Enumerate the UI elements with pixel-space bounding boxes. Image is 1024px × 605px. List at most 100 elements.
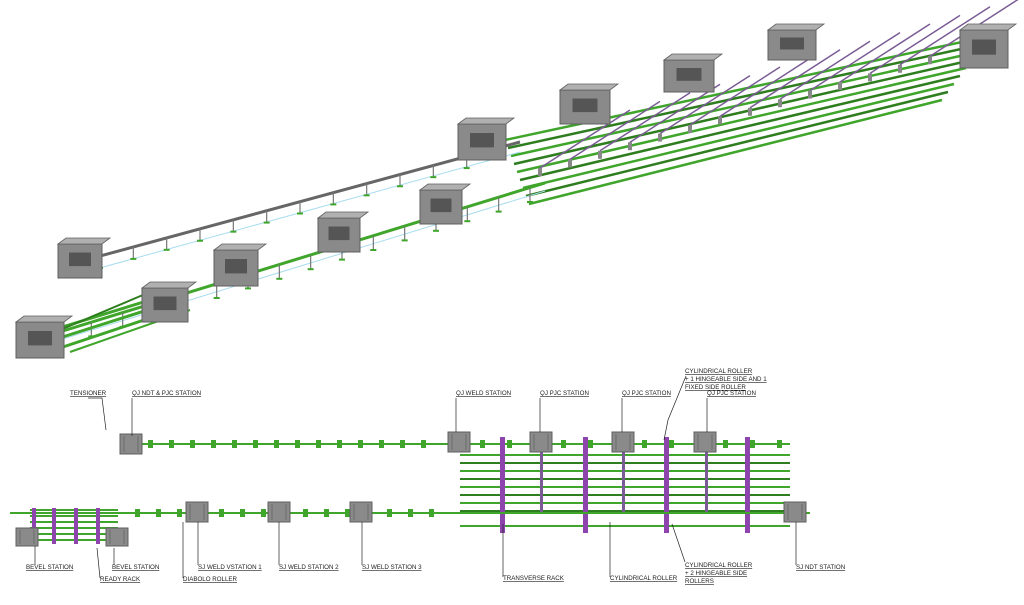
plan-rack-rails (460, 437, 790, 533)
plan-station-box (529, 431, 553, 453)
plan-top-roller (169, 440, 174, 448)
iso-rack-crossbar (809, 31, 901, 92)
iso-station-roof (316, 211, 370, 219)
iso-rack-crossbar (599, 92, 691, 152)
iso-lower-support-foot (339, 258, 345, 261)
plan-station-box (693, 431, 717, 453)
iso-upper-support-foot (363, 194, 370, 197)
iso-lower-support-foot (370, 249, 377, 251)
leader-lines (34, 375, 797, 579)
iso-station-box (212, 243, 268, 287)
plan-stations (15, 431, 807, 547)
iso-rack-leg (838, 82, 842, 90)
iso-rack-leg (568, 159, 572, 168)
label-sj-weld-station-3: SJ WELD STATION 3 (362, 564, 422, 571)
iso-upper-support-foot (463, 167, 470, 170)
label-tensioner: TENSIONER (70, 390, 107, 397)
plan-top-roller (507, 440, 512, 448)
plan-bottom-roller (177, 509, 182, 517)
plan-ready-rack (30, 508, 118, 544)
iso-lower-support-foot (307, 268, 314, 271)
iso-station-box (958, 23, 1018, 69)
plan-top-roller (669, 440, 674, 448)
plan-bottom-roller (135, 509, 140, 517)
plan-top-roller (379, 440, 384, 448)
label-bevel-station-1: BEVEL STATION (26, 564, 73, 571)
iso-station-opening (69, 252, 91, 267)
plan-bottom-roller (408, 509, 413, 517)
label-diabolo-roller: DIABOLO ROLLER (183, 576, 238, 583)
label-transverse-rack: TRANSVERSE RACK (503, 575, 565, 582)
iso-rack-crossbar (569, 100, 661, 161)
iso-rack-bed (504, 0, 1019, 206)
iso-rack-crossbar (839, 23, 931, 83)
iso-station-opening (470, 133, 494, 148)
iso-rack-leg (598, 150, 602, 159)
iso-stations (14, 23, 1018, 359)
isometric-3d-view (14, 0, 1019, 359)
label-sj-weld-station-1: SJ WELD VSTATION 1 (198, 564, 262, 571)
plan-bottom-roller (429, 509, 434, 517)
iso-station-box (662, 53, 724, 93)
plan-bottom-roller (345, 509, 350, 517)
plan-2d-view: TENSIONER QJ NDT & PJC STATION QJ WELD S… (10, 368, 845, 585)
iso-station-roof (958, 23, 1018, 31)
plan-station-body (611, 431, 635, 453)
iso-station-roof (140, 281, 198, 289)
plan-top-roller (211, 440, 216, 448)
iso-rack-leg (688, 125, 692, 133)
iso-rack-rail (516, 66, 967, 174)
plan-station-body (447, 431, 471, 453)
iso-lower-green-line (39, 181, 546, 340)
iso-station-roof (212, 243, 268, 251)
label-cylindrical-roller-top-3: FIXED SIDE ROLLER (685, 384, 746, 391)
label-sj-weld-station-2: SJ WELD STATION 2 (279, 564, 339, 571)
plan-top-roller (400, 440, 405, 448)
iso-rack-rail (519, 74, 961, 182)
iso-rack-leg (718, 116, 722, 125)
iso-station-opening (676, 68, 702, 81)
iso-lower-support-foot (213, 297, 220, 299)
plan-station-body (267, 501, 291, 523)
iso-station-roof (558, 83, 620, 91)
iso-upper-support-foot (230, 230, 237, 233)
iso-upper-support-foot (297, 212, 303, 215)
plan-top-roller (337, 440, 342, 448)
label-cylindrical-roller-bottom: CYLINDRICAL ROLLER (610, 575, 678, 582)
iso-station-opening (780, 37, 804, 50)
iso-upper-gray-line (77, 140, 521, 264)
label-ready-rack: READY RACK (100, 576, 141, 583)
plan-station-body (693, 431, 717, 453)
iso-station-box (558, 83, 620, 125)
plan-bottom-roller (324, 509, 329, 517)
iso-station-opening (153, 296, 177, 311)
label-sj-ndt-station: SJ NDT STATION (796, 564, 845, 571)
plan-top-roller (358, 440, 363, 448)
plan-top-roller (295, 440, 300, 448)
plan-rack-leg (705, 450, 708, 514)
iso-rack-crossbar (749, 49, 841, 109)
plan-station-box (105, 527, 129, 547)
plan-bottom-roller (219, 509, 224, 517)
iso-station-box (140, 281, 198, 323)
plan-bottom-rollers (135, 509, 434, 517)
iso-rack-rail (522, 82, 955, 190)
plan-cylindrical-roller-column (500, 437, 505, 533)
iso-station-opening (430, 198, 452, 213)
plan-station-box (783, 501, 807, 523)
iso-lower-support-foot (433, 229, 439, 232)
iso-rack-leg (748, 107, 752, 116)
plan-station-box (349, 501, 373, 523)
iso-rack-leg (868, 73, 872, 82)
plan-top-roller (750, 440, 755, 448)
iso-lower-support-foot (401, 239, 408, 242)
iso-rack-leg (898, 64, 902, 73)
plan-station-box (15, 527, 39, 547)
plan-top-roller (723, 440, 728, 448)
plan-bottom-roller (240, 509, 245, 517)
plan-top-roller (190, 440, 195, 448)
plan-top-roller (274, 440, 279, 448)
plan-station-box (611, 431, 635, 453)
